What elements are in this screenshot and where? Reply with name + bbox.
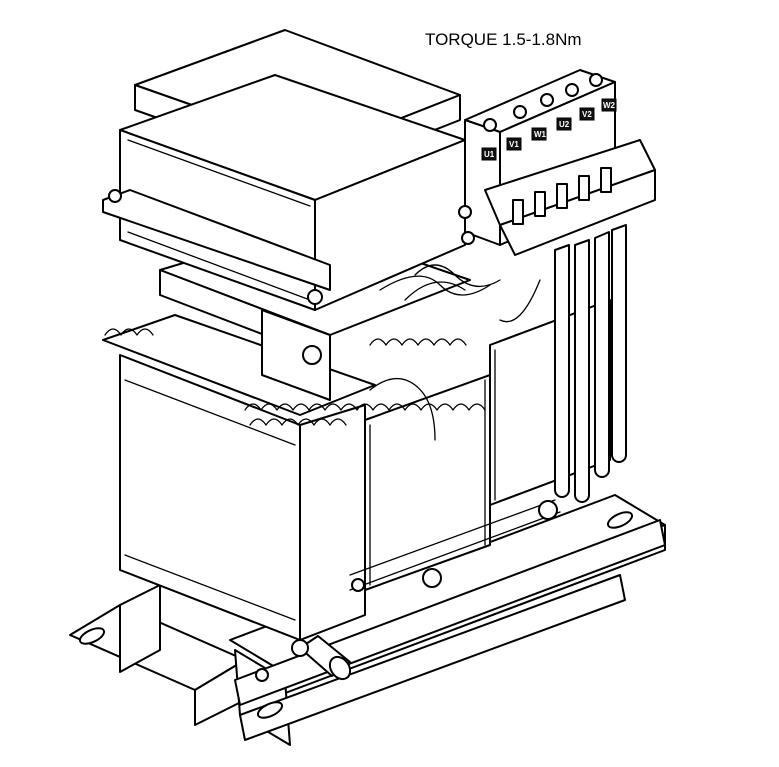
mounting-slot	[78, 511, 634, 719]
terminal-label: U2	[559, 120, 570, 129]
bolts	[108, 189, 558, 592]
terminal-block	[464, 69, 656, 256]
right-coil	[489, 299, 611, 506]
terminal-label: U1	[484, 150, 495, 159]
terminal-label: W1	[534, 130, 547, 139]
terminal-label: V2	[582, 110, 592, 119]
torque-label: TORQUE 1.5-1.8Nm	[425, 30, 582, 49]
top-cover	[102, 29, 466, 311]
left-coil	[102, 314, 376, 641]
winding-hooks	[104, 328, 486, 426]
terminal-label: V1	[509, 140, 519, 149]
terminal-label: U1 V1 W1 U2 V2 W2	[481, 98, 617, 161]
ground-terminal	[291, 635, 352, 681]
lead-wires	[349, 224, 627, 591]
middle-coil	[364, 374, 491, 591]
terminal-label: W2	[603, 101, 616, 110]
